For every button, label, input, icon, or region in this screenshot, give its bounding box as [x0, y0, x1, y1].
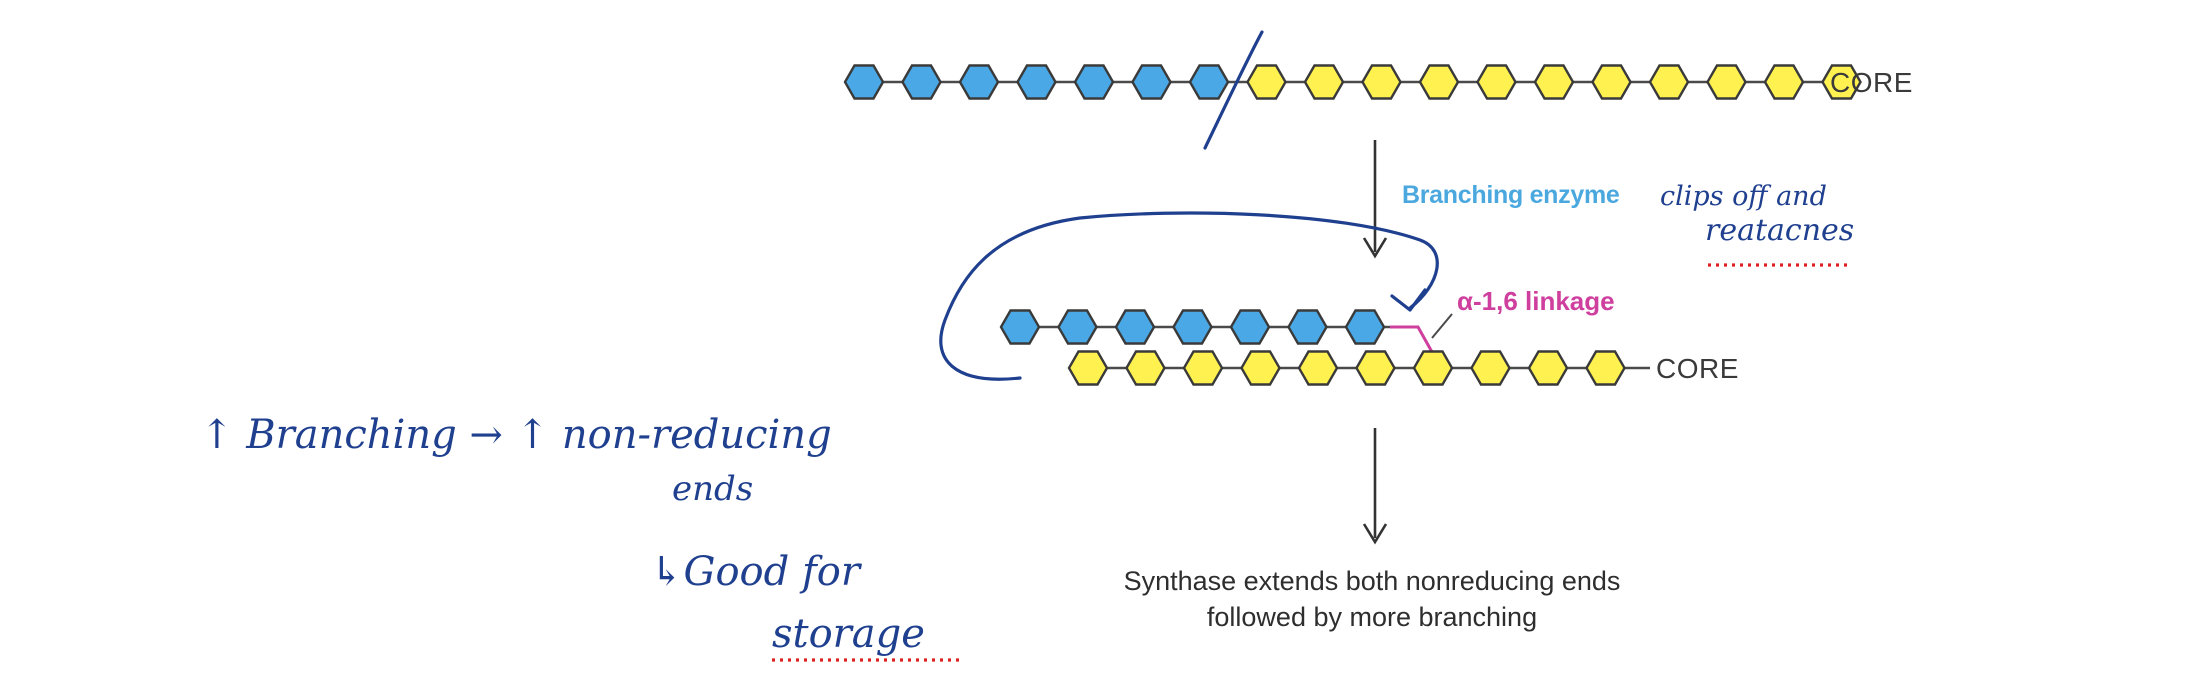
branching-arrow — [1362, 140, 1388, 259]
glucose-unit-yellow — [1763, 64, 1805, 100]
glucose-unit-yellow — [1182, 350, 1224, 386]
caption-line-1: Synthase extends both nonreducing ends — [1124, 566, 1621, 596]
glucose-unit-yellow — [1412, 350, 1454, 386]
branching-enzyme-label: Branching enzyme — [1402, 181, 1620, 209]
glucose-unit-yellow — [1527, 350, 1569, 386]
glucose-unit-blue — [1057, 309, 1098, 345]
top-chain-units — [843, 64, 1862, 100]
glucose-unit-yellow — [1585, 350, 1626, 386]
glucose-unit-yellow — [1240, 350, 1281, 386]
glucose-unit-blue — [1229, 309, 1271, 345]
glucose-unit-blue — [958, 64, 1000, 100]
glucose-unit-yellow — [1125, 350, 1166, 386]
alpha-1-6-link — [1390, 325, 1434, 353]
glucose-unit-blue — [1114, 309, 1156, 345]
loop-arrow-stroke — [939, 211, 1439, 381]
glucose-unit-blue — [999, 309, 1041, 345]
glucose-unit-yellow — [1706, 64, 1747, 100]
glucose-unit-blue — [1344, 309, 1386, 345]
extension-arrow — [1362, 428, 1388, 545]
cut-slash-mark — [1203, 30, 1264, 150]
glucose-unit-yellow — [1361, 64, 1402, 100]
glucose-unit-yellow — [1297, 350, 1339, 386]
note-clips-line1: clips off and — [1660, 181, 1827, 212]
note-branching-line2: ends — [672, 469, 753, 509]
branched-glucose-chain — [999, 309, 1650, 386]
glucose-unit-blue — [1188, 64, 1230, 100]
linkage-label: α-1,6 linkage — [1457, 286, 1615, 316]
glucose-unit-yellow — [1470, 350, 1511, 386]
glucose-unit-yellow — [1246, 64, 1287, 100]
glucose-unit-yellow — [1821, 64, 1862, 100]
glucose-unit-yellow — [1476, 64, 1517, 100]
top-glucose-chain — [843, 64, 1862, 100]
top-core-label: CORE — [1830, 67, 1913, 98]
note-branching-line1: ↑ Branching → ↑ non-reducing — [200, 412, 832, 458]
glucose-unit-yellow — [1067, 350, 1109, 386]
note-good-line1: ↳Good for — [650, 549, 863, 595]
glucose-unit-blue — [1073, 64, 1115, 100]
glucose-unit-yellow — [1303, 64, 1345, 100]
glucose-unit-blue — [1172, 309, 1213, 345]
main-chain-units — [1067, 350, 1626, 386]
glucose-unit-yellow — [1533, 64, 1575, 100]
branch-chain-units — [999, 309, 1386, 345]
glucose-unit-blue — [1131, 64, 1172, 100]
glucose-unit-yellow — [1418, 64, 1460, 100]
glucose-unit-yellow — [1648, 64, 1690, 100]
glucose-unit-blue — [843, 64, 885, 100]
caption-line-2: followed by more branching — [1207, 602, 1537, 632]
note-clips-line2: reatacnes — [1705, 213, 1854, 248]
linkage-pointer — [1431, 313, 1453, 339]
loop-arrow-head — [1390, 288, 1427, 312]
glucose-unit-blue — [1016, 64, 1057, 100]
bottom-core-label: CORE — [1656, 353, 1739, 384]
glucose-unit-yellow — [1355, 350, 1396, 386]
glucose-unit-blue — [901, 64, 942, 100]
glucose-unit-yellow — [1591, 64, 1632, 100]
glucose-unit-blue — [1287, 309, 1328, 345]
note-good-line2: storage — [772, 611, 925, 657]
